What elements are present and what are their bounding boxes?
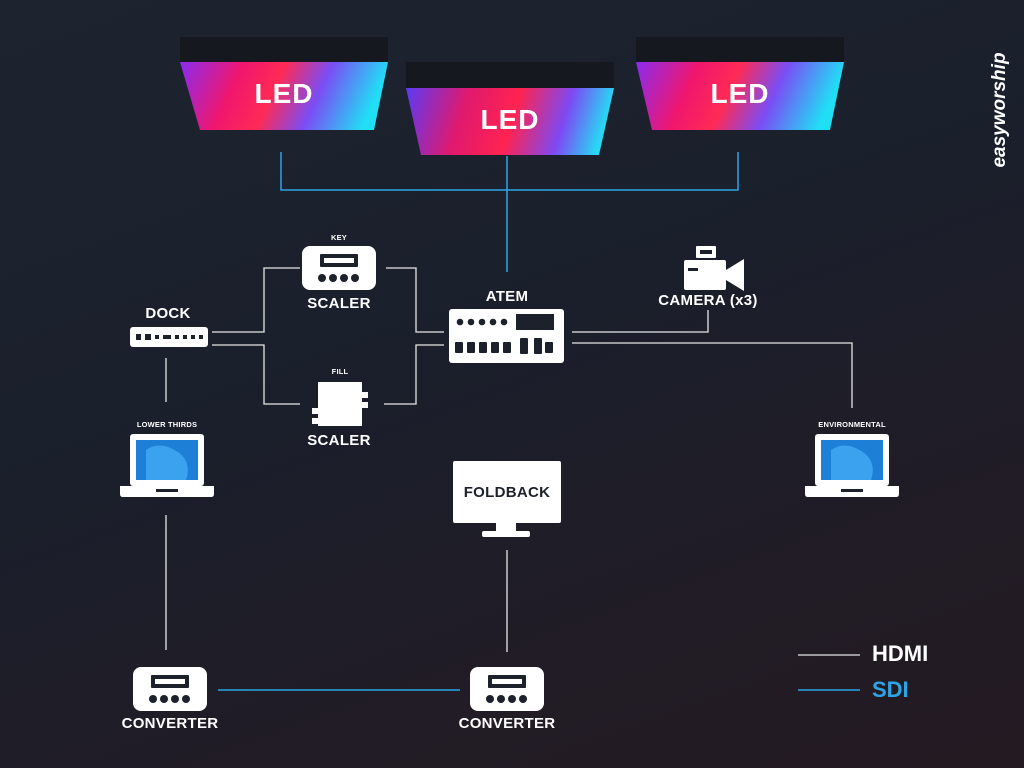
converter-left-icon xyxy=(133,667,207,711)
dock-label: DOCK xyxy=(145,305,191,322)
environmental-laptop-icon xyxy=(805,434,899,497)
led-screen-center-label: LED xyxy=(480,104,540,135)
sdi-connections xyxy=(218,152,860,691)
led-screen-center xyxy=(406,62,614,155)
key-scaler-top-label: KEY xyxy=(330,233,348,242)
legend-hdmi-label: HDMI xyxy=(872,641,929,666)
environmental-label: ENVIRONMENTAL xyxy=(818,420,886,429)
converter-left-label: CONVERTER xyxy=(121,715,219,732)
led-screen-right xyxy=(636,37,844,130)
key-scaler-label: SCALER xyxy=(307,295,371,312)
led-screen-right-label: LED xyxy=(710,78,770,109)
legend-sdi-label: SDI xyxy=(872,677,909,702)
converter-right-label: CONVERTER xyxy=(458,715,556,732)
converter-right-icon xyxy=(470,667,544,711)
lower-thirds-laptop-icon xyxy=(120,434,214,497)
dock-icon xyxy=(130,327,208,347)
brand-logo: easyworship xyxy=(989,52,1010,168)
fill-scaler-label: SCALER xyxy=(307,432,371,449)
camera-label: CAMERA (x3) xyxy=(658,292,758,309)
fill-scaler-top-label: FILL xyxy=(331,367,349,376)
led-screen-left xyxy=(180,37,388,130)
fill-scaler-icon xyxy=(312,382,368,426)
foldback-monitor-icon xyxy=(453,461,561,537)
atem-label: ATEM xyxy=(485,288,529,305)
atem-switcher-icon xyxy=(449,309,564,363)
key-scaler-icon xyxy=(302,246,376,290)
foldback-label: FOLDBACK xyxy=(463,484,551,501)
led-screen-left-label: LED xyxy=(254,78,314,109)
camera-icon xyxy=(684,246,744,291)
hdmi-connections xyxy=(165,267,860,656)
lower-thirds-label: LOWER THIRDS xyxy=(136,420,198,429)
